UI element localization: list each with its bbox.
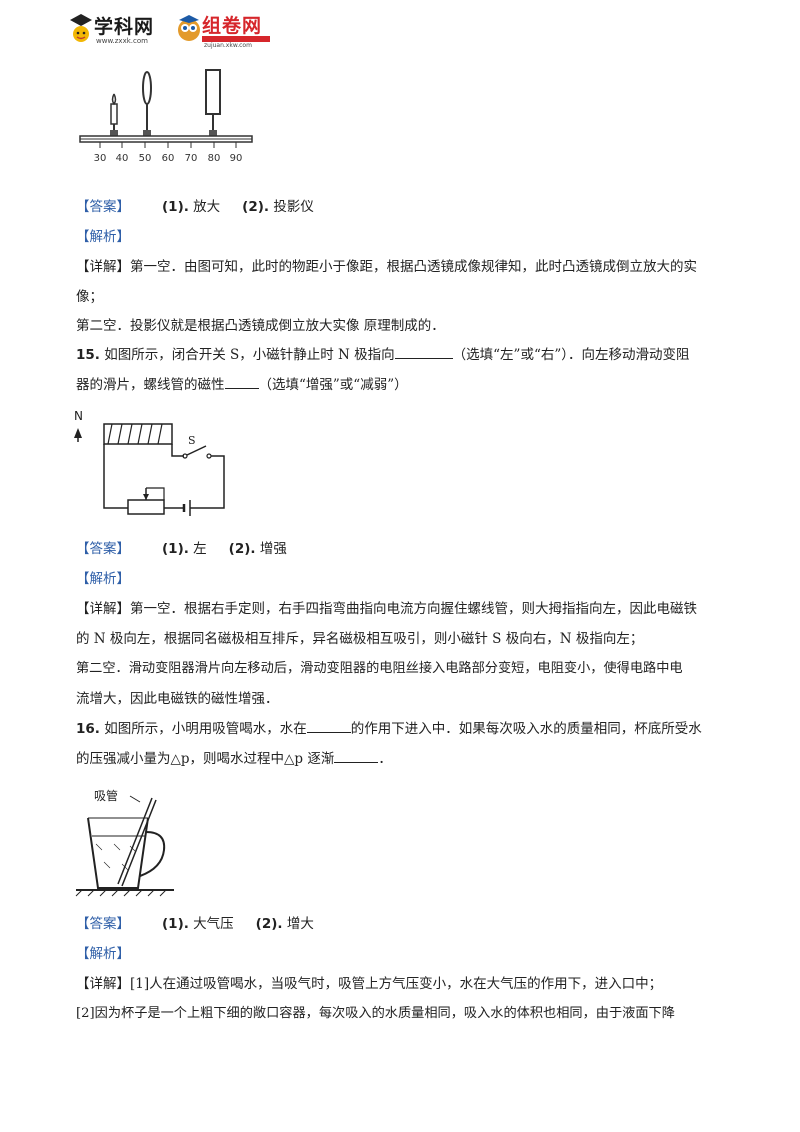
- question-text: （选填“增强”或“减弱”）: [258, 377, 408, 393]
- zxxk-logo-url: www.zxxk.com: [96, 37, 148, 45]
- answer-blank: [224, 375, 259, 389]
- ruler-tick-label: 30: [94, 153, 107, 164]
- analysis-tag: 【解析】: [76, 946, 130, 962]
- q16-question-line: 的压强减小量为△p，则喝水过程中△p 逐渐 ．: [76, 749, 392, 769]
- optical-bench-figure: 30 40 50 60 70 80 90: [79, 69, 253, 164]
- detail-text: [2]因为杯子是一个上粗下细的敞口容器，每次吸入的水质量相同，吸入水的体积也相同…: [76, 1006, 675, 1021]
- zujuan-slogan-bar: [202, 36, 270, 42]
- zujuan-logo-url: zujuan.xkw.com: [204, 42, 252, 49]
- q15-detail-line: 的 N 极向左，根据同名磁极相互排斥，异名磁极相互吸引，则小磁针 S 极向右，N…: [76, 629, 643, 649]
- detail-tag: 【详解】: [76, 976, 130, 992]
- detail-text: 流增大，因此电磁铁的磁性增强．: [76, 691, 279, 707]
- q15-answer-line: 【答案】 (1). 左 (2). 增强: [76, 539, 287, 559]
- answer-text: 增强: [259, 541, 287, 557]
- detail-text: 第二空．投影仪就是根据凸透镜成倒立放大实像 原理制成的．: [76, 318, 445, 334]
- question-text: 如图所示，小明用吸管喝水，水在: [104, 721, 307, 737]
- answer-index: (2).: [228, 541, 256, 557]
- q16-question-line: 16. 如图所示，小明用吸管喝水，水在 的作用下进入中．如果每次吸入水的质量相同，…: [76, 719, 702, 739]
- ruler-tick-label: 80: [208, 153, 221, 164]
- answer-index: (2).: [255, 916, 283, 932]
- question-text: 的压强减小量为△p，则喝水过程中△p 逐渐: [76, 751, 335, 767]
- question-text: ．: [378, 751, 392, 767]
- answer-index: (1).: [162, 541, 189, 557]
- detail-text: [1]人在通过吸管喝水，当吸气时，吸管上方气压变小，水在大气压的作用下，进入口中…: [130, 976, 663, 992]
- straw-label: 吸管: [94, 788, 118, 803]
- zxxk-logo-name: 学科网: [94, 16, 155, 38]
- detail-text: 的 N 极向左，根据同名磁极相互排斥，异名磁极相互吸引，则小磁针 S 极向右，N…: [76, 631, 644, 647]
- q14-detail-line: 【详解】第一空．由图可知，此时的物距小于像距，根据凸透镜成像规律知，此时凸透镜成…: [76, 257, 697, 277]
- q16-analysis-tag: 【解析】: [76, 944, 130, 964]
- q15-detail-line: 第二空．滑动变阻器滑片向左移动后，滑动变阻器的电阻丝接入电路部分变短，电阻变小，…: [76, 659, 683, 679]
- solenoid-circuit-figure: N S: [74, 409, 225, 516]
- zujuan-logo: 组卷网 zujuan.xkw.com: [176, 10, 276, 50]
- q14-answer-line: 【答案】 (1). 放大 (2). 投影仪: [76, 197, 314, 217]
- answer-text: 左: [193, 541, 207, 557]
- ruler-tick-label: 40: [116, 153, 129, 164]
- ruler-tick-label: 90: [230, 153, 243, 164]
- mortarboard-icon: [70, 14, 92, 42]
- q15-detail-line: 【详解】第一空．根据右手定则，右手四指弯曲指向电流方向握住螺线管，则大拇指指向左…: [76, 599, 697, 619]
- detail-tag: 【详解】: [76, 601, 130, 617]
- q15-analysis-tag: 【解析】: [76, 569, 130, 589]
- q14-detail-line: 第二空．投影仪就是根据凸透镜成倒立放大实像 原理制成的．: [76, 316, 445, 336]
- question-text: 器的滑片，螺线管的磁性: [76, 377, 225, 393]
- answer-index: (1).: [162, 199, 189, 215]
- q14-detail-line: 像；: [76, 287, 103, 307]
- answer-index: (2).: [242, 199, 270, 215]
- answer-tag: 【答案】: [76, 916, 130, 932]
- zujuan-logo-name: 组卷网: [202, 15, 263, 37]
- owl-icon: [178, 15, 200, 41]
- ruler-tick-label: 50: [139, 153, 152, 164]
- q15-question-line: 器的滑片，螺线管的磁性 （选填“增强”或“减弱”）: [76, 375, 408, 395]
- answer-text: 增大: [286, 916, 314, 932]
- analysis-tag: 【解析】: [76, 229, 130, 245]
- answer-blank: [394, 345, 453, 359]
- q14-analysis-tag: 【解析】: [76, 227, 130, 247]
- q15-detail-line: 流增大，因此电磁铁的磁性增强．: [76, 689, 279, 709]
- question-number: 15.: [76, 347, 100, 363]
- question-number: 16.: [76, 721, 100, 737]
- detail-tag: 【详解】: [76, 259, 130, 275]
- question-text: 的作用下进入中．如果每次吸入水的质量相同，杯底所受水: [350, 721, 702, 737]
- q15-question-line: 15. 如图所示，闭合开关 S，小磁针静止时 N 极指向 （选填“左”或“右”）．…: [76, 345, 690, 365]
- answer-blank: [334, 749, 379, 763]
- compass-needle-icon: [74, 428, 82, 438]
- answer-blank: [306, 719, 351, 733]
- answer-index: (1).: [162, 916, 189, 932]
- zxxk-logo: 学科网 www.zxxk.com: [68, 10, 168, 50]
- header-logos: 学科网 www.zxxk.com 组卷网 zujuan.xkw.com: [68, 10, 278, 50]
- detail-text: 像；: [76, 289, 103, 305]
- q16-detail-line: [2]因为杯子是一个上粗下细的敞口容器，每次吸入的水质量相同，吸入水的体积也相同…: [76, 1004, 675, 1024]
- answer-text: 大气压: [193, 916, 234, 932]
- analysis-tag: 【解析】: [76, 571, 130, 587]
- ruler-tick-label: 60: [162, 153, 175, 164]
- detail-text: 第二空．滑动变阻器滑片向左移动后，滑动变阻器的电阻丝接入电路部分变短，电阻变小，…: [76, 661, 683, 676]
- answer-text: 放大: [193, 199, 221, 215]
- compass-n-label: N: [74, 409, 83, 423]
- answer-tag: 【答案】: [76, 541, 130, 557]
- switch-s-label: S: [188, 434, 196, 447]
- answer-text: 投影仪: [273, 199, 314, 215]
- question-text: （选填“左”或“右”）．向左移动滑动变阻: [452, 347, 690, 363]
- question-text: 如图所示，闭合开关 S，小磁针静止时 N 极指向: [104, 347, 395, 363]
- detail-text: 第一空．根据右手定则，右手四指弯曲指向电流方向握住螺线管，则大拇指指向左，因此电…: [130, 601, 697, 617]
- cup-straw-figure: 吸管: [75, 788, 174, 897]
- answer-tag: 【答案】: [76, 199, 130, 215]
- ruler-tick-label: 70: [185, 153, 198, 164]
- q16-detail-line: 【详解】[1]人在通过吸管喝水，当吸气时，吸管上方气压变小，水在大气压的作用下，…: [76, 974, 662, 994]
- q16-answer-line: 【答案】 (1). 大气压 (2). 增大: [76, 914, 314, 934]
- detail-text: 第一空．由图可知，此时的物距小于像距，根据凸透镜成像规律知，此时凸透镜成倒立放大…: [130, 259, 697, 275]
